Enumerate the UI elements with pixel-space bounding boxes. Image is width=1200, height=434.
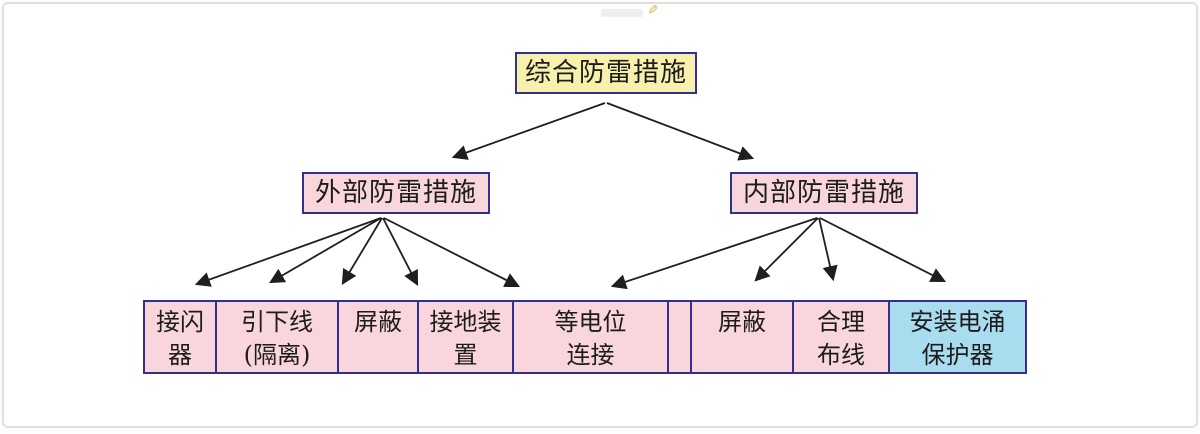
node-external-label: 外部防雷措施 <box>314 177 477 208</box>
leaf-label-line: (隔离) <box>243 341 311 369</box>
leaf-label-line: 安装电涌 <box>909 308 1006 336</box>
leaf-label-line: 合理 <box>817 308 865 336</box>
leaf-node-down-conductor: 引下线 (隔离) <box>215 300 339 374</box>
arrow-group-external <box>194 217 521 288</box>
leaf-label-line: 屏蔽 <box>354 308 402 336</box>
leaf-label-line: 接闪 <box>156 308 204 336</box>
leaf-node-shielding-external: 屏蔽 <box>337 300 419 374</box>
node-internal: 内部防雷措施 <box>730 172 918 214</box>
node-external: 外部防雷措施 <box>302 172 490 214</box>
leaf-label-line: 屏蔽 <box>718 308 766 336</box>
leaf-node-surge-protector: 安装电涌 保护器 <box>888 300 1027 374</box>
leaf-node-reasonable-wiring: 合理 布线 <box>792 300 890 374</box>
leaf-label-line: 布线 <box>817 341 865 369</box>
node-root: 综合防雷措施 <box>515 52 697 94</box>
leaf-node-air-terminal: 接闪 器 <box>143 300 217 374</box>
leaf-label-line: 置 <box>453 341 478 369</box>
leaf-label-line: 器 <box>168 341 192 369</box>
leaf-node-grounding-device: 接地装 置 <box>417 300 514 374</box>
watermark-text-smudge <box>601 9 643 17</box>
arrow-group-internal <box>610 217 947 290</box>
leaf-label-line: 接地装 <box>429 308 502 336</box>
leaf-label-line: 保护器 <box>921 341 994 369</box>
leaf-node-equipotential-bonding: 等电位 连接 <box>512 300 669 374</box>
leaf-node-spacer <box>667 300 692 374</box>
arrow-group-root <box>451 102 755 161</box>
leaf-node-shielding-internal: 屏蔽 <box>690 300 794 374</box>
node-root-label: 综合防雷措施 <box>524 57 687 88</box>
leaf-label-line: 等电位 <box>554 308 627 336</box>
node-internal-label: 内部防雷措施 <box>742 177 905 208</box>
leaf-label-line: 引下线 <box>241 308 313 336</box>
watermark-edit-icon: ✎ <box>643 4 659 15</box>
leaf-label-line: 连接 <box>566 341 615 369</box>
